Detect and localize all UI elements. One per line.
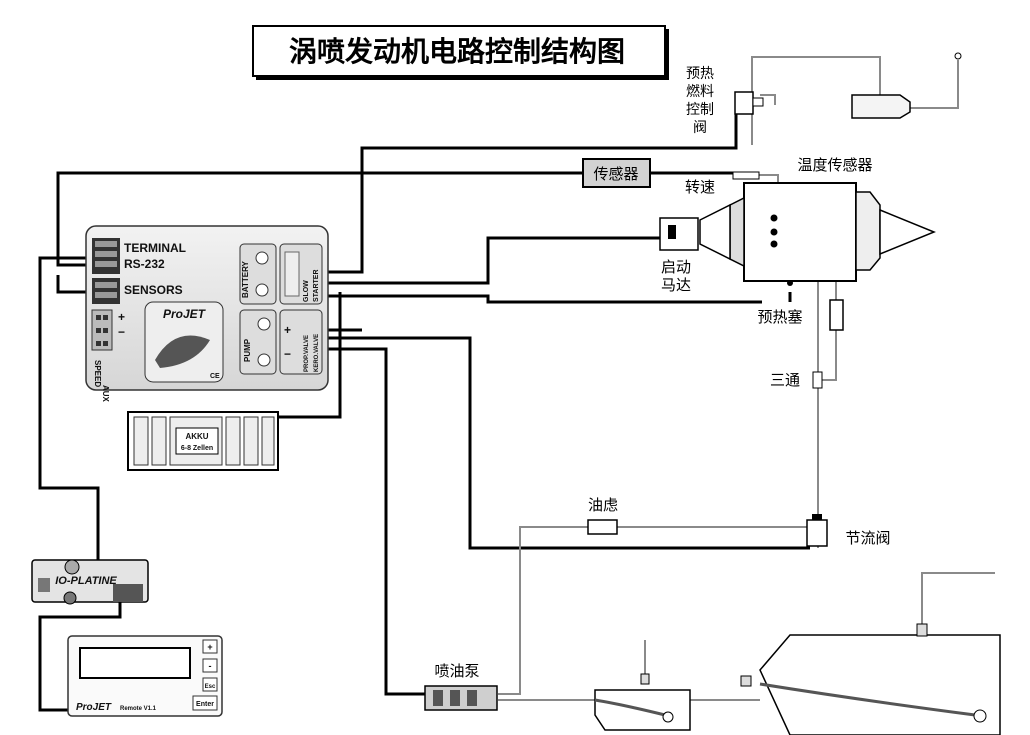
svg-text:马达: 马达: [661, 276, 691, 294]
tee-label: 三通: [770, 371, 800, 389]
page-title: 涡喷发动机电路控制结构图: [289, 35, 625, 68]
pump-label: PUMP: [243, 338, 252, 362]
io-connector-top[interactable]: [64, 559, 80, 575]
aux-label: AUX: [101, 385, 110, 403]
remote-display: [79, 647, 191, 679]
svg-text:启动: 启动: [661, 258, 691, 276]
akku-label: AKKU: [185, 432, 208, 441]
sensor-box: 传感器: [582, 158, 651, 188]
svg-text:Esc: Esc: [205, 684, 216, 690]
svg-text:-: -: [209, 661, 212, 671]
svg-text:Enter: Enter: [196, 701, 214, 708]
fuel-pump-label: 喷油泵: [434, 662, 479, 680]
title-box: 涡喷发动机电路控制结构图: [252, 25, 669, 80]
throttle-valve: 节流阀: [806, 514, 891, 547]
remote-minus-button[interactable]: [202, 658, 218, 673]
battery-pack: AKKU 6-8 Zellen: [127, 411, 279, 471]
projet-remote: + - Esc Enter ProJET Remote V1.1: [67, 635, 223, 717]
remote-esc-button[interactable]: [202, 677, 218, 692]
svg-text:预热: 预热: [686, 66, 714, 82]
fuel-filter: 油虑: [587, 496, 618, 535]
glow-plug-label: 预热塞: [757, 308, 802, 326]
valve-plus-sign: +: [284, 323, 291, 337]
glow-label: GLOW: [303, 280, 310, 302]
remote-plus-button[interactable]: [202, 639, 218, 654]
valve-minus-sign: −: [284, 347, 291, 361]
sensors-connector[interactable]: [92, 278, 120, 304]
svg-text:燃料: 燃料: [686, 83, 714, 100]
prop-valve-label: PROP.VALVE: [304, 335, 310, 372]
svg-text:阀: 阀: [693, 120, 707, 136]
glow-plug: 预热塞: [757, 299, 844, 331]
remote-enter-button[interactable]: [192, 695, 218, 711]
projet-ecu: TERMINAL RS-232 SENSORS + − AUX SPEED Pr…: [85, 225, 329, 403]
speed-label: SPEED: [93, 360, 102, 387]
sensors-label: SENSORS: [124, 283, 183, 297]
gas-tank: [851, 52, 962, 119]
remote-brand: ProJET: [76, 702, 112, 713]
io-connector-right[interactable]: [113, 584, 143, 602]
svg-text:+: +: [207, 642, 212, 652]
valves-connector[interactable]: [279, 309, 323, 375]
remote-model: Remote V1.1: [120, 706, 157, 712]
aux-minus-sign: −: [118, 325, 125, 339]
aux-speed-connector[interactable]: [91, 309, 113, 351]
fuel-filter-label: 油虑: [588, 496, 618, 514]
starter-motor: 启动 马达: [659, 217, 699, 294]
bird-logo-icon: [155, 335, 210, 368]
svg-text:控制: 控制: [686, 102, 714, 118]
preheat-valve: 预热 燃料 控制 阀: [686, 66, 764, 136]
sensor-box-label: 传感器: [593, 165, 638, 183]
ce-mark: CE: [210, 373, 220, 380]
tee-fitting: 三通: [770, 371, 823, 389]
aux-plus-sign: +: [118, 310, 125, 324]
battery-label: BATTERY: [241, 260, 250, 298]
starter-label: STARTER: [313, 269, 320, 302]
throttle-valve-label: 节流阀: [845, 529, 890, 547]
fuel-pump: 喷油泵: [424, 662, 498, 711]
fuel-tanks: [594, 623, 1001, 735]
turbine-engine: 温度传感器 转速: [685, 156, 936, 286]
ecu-brand: ProJET: [163, 307, 207, 321]
temp-sensor-label: 温度传感器: [797, 156, 872, 174]
io-platine-label: IO-PLATINE: [55, 575, 117, 587]
rs232-label: RS-232: [124, 257, 165, 271]
fuel-lines: [498, 56, 995, 701]
io-platine: IO-PLATINE: [31, 559, 149, 605]
akku-cells-label: 6-8 Zellen: [181, 445, 213, 452]
speed-sensor-label: 转速: [685, 178, 715, 196]
kero-valve-label: KERO.VALVE: [314, 334, 320, 372]
io-connector-left[interactable]: [38, 578, 50, 592]
terminal-label: TERMINAL: [124, 241, 186, 255]
